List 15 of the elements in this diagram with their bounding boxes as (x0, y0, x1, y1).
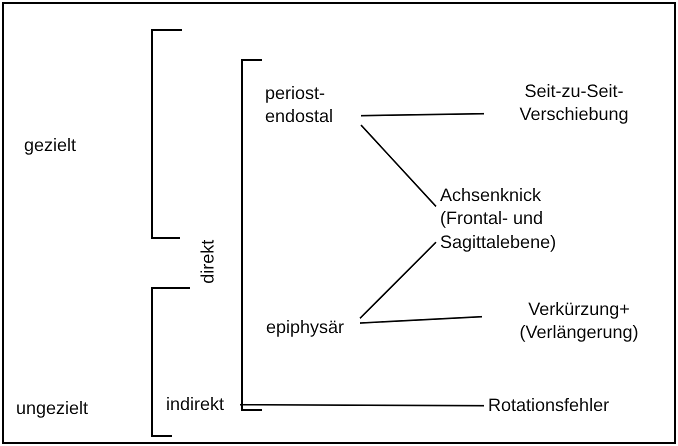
connector-line (240, 404, 484, 406)
label-text: Achsenknick (Frontal- und Sagittalebene) (440, 184, 558, 254)
label-text: Seit-zu-Seit- Verschiebung (518, 80, 630, 126)
connector-line (360, 112, 484, 116)
label-text: direkt (196, 238, 218, 286)
label-text: gezielt (24, 134, 78, 157)
label-text: Verkürzung+ (Verlängerung) (518, 298, 640, 344)
label-text: ungezielt (16, 397, 90, 420)
connector-line (359, 242, 437, 319)
label-text: Rotationsfehler (488, 394, 610, 417)
connector-line (360, 316, 482, 324)
connector-line (360, 124, 437, 207)
label-text: periost- endostal (265, 82, 334, 128)
label-text: epiphysär (266, 316, 346, 339)
label-text: indirekt (166, 393, 226, 416)
